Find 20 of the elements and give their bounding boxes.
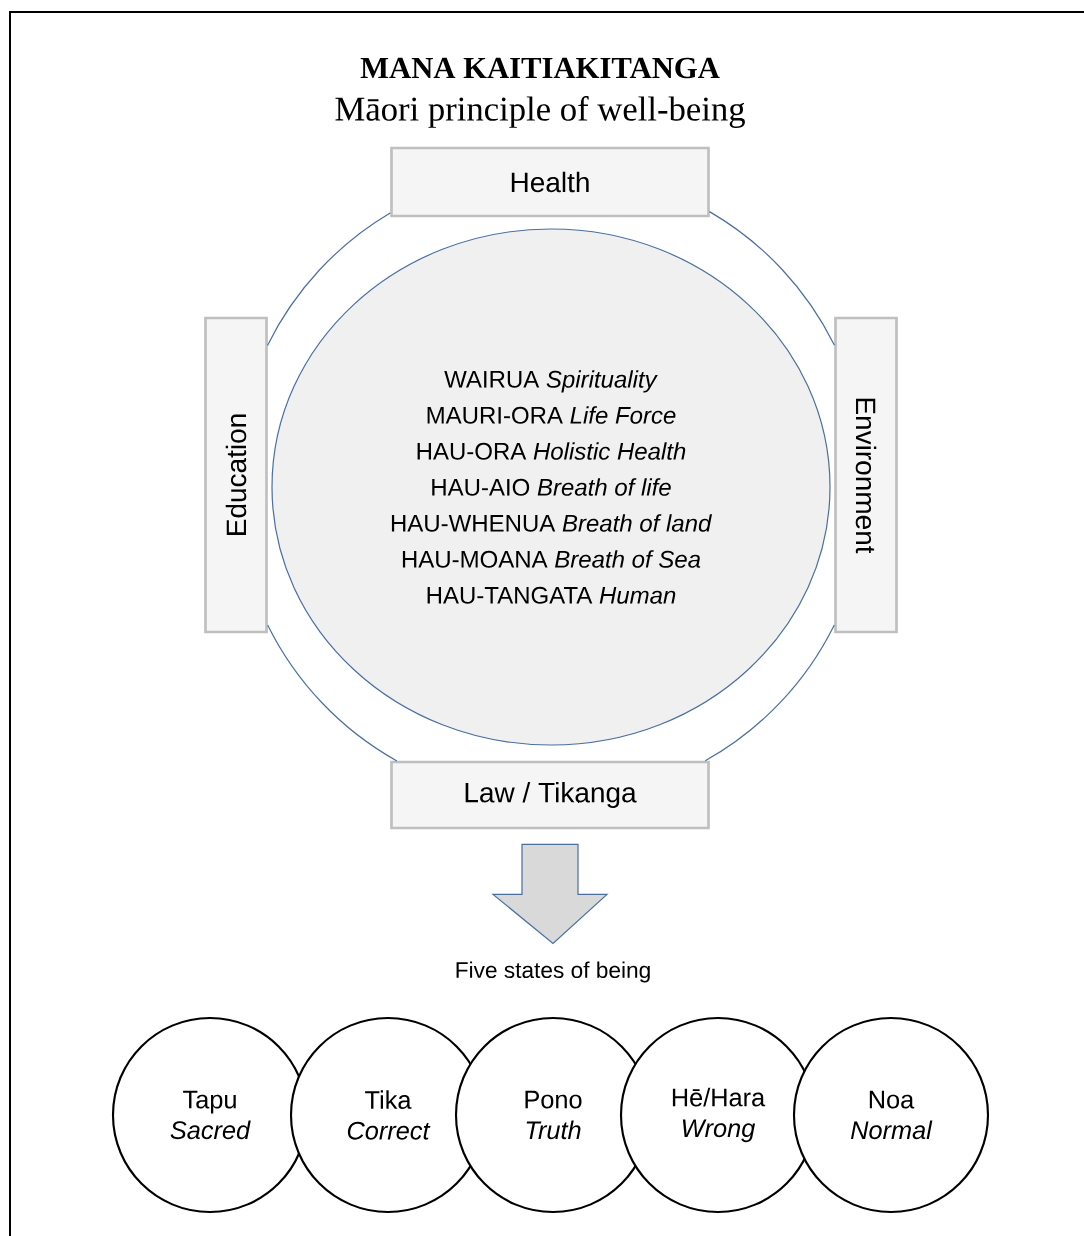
label-box: Health xyxy=(390,146,710,218)
node-label: Hē/Hara xyxy=(672,1087,766,1107)
diagram-title: MANA KAITIAKITANGA xyxy=(360,57,720,79)
node-label: Pono xyxy=(525,1090,582,1109)
ring-arc xyxy=(708,211,836,346)
label-box: Law / Tikanga xyxy=(390,760,710,830)
ring-arc xyxy=(266,212,391,346)
ring-arc xyxy=(267,624,398,762)
node-label: Tika xyxy=(365,1090,412,1109)
node-label: Truth xyxy=(526,1120,581,1140)
node-label: Correct xyxy=(347,1121,431,1140)
node-label: Wrong xyxy=(682,1119,756,1143)
node-label: Normal xyxy=(850,1120,933,1140)
subtitle: Māori principle of well-being xyxy=(335,96,745,128)
label-box: Environment xyxy=(834,316,898,634)
caption-text: Five states of being xyxy=(456,961,650,983)
ring-arc xyxy=(704,624,835,762)
node-label: Noa xyxy=(869,1090,915,1109)
block-arrow xyxy=(491,843,609,945)
label-box: Education xyxy=(204,316,268,634)
